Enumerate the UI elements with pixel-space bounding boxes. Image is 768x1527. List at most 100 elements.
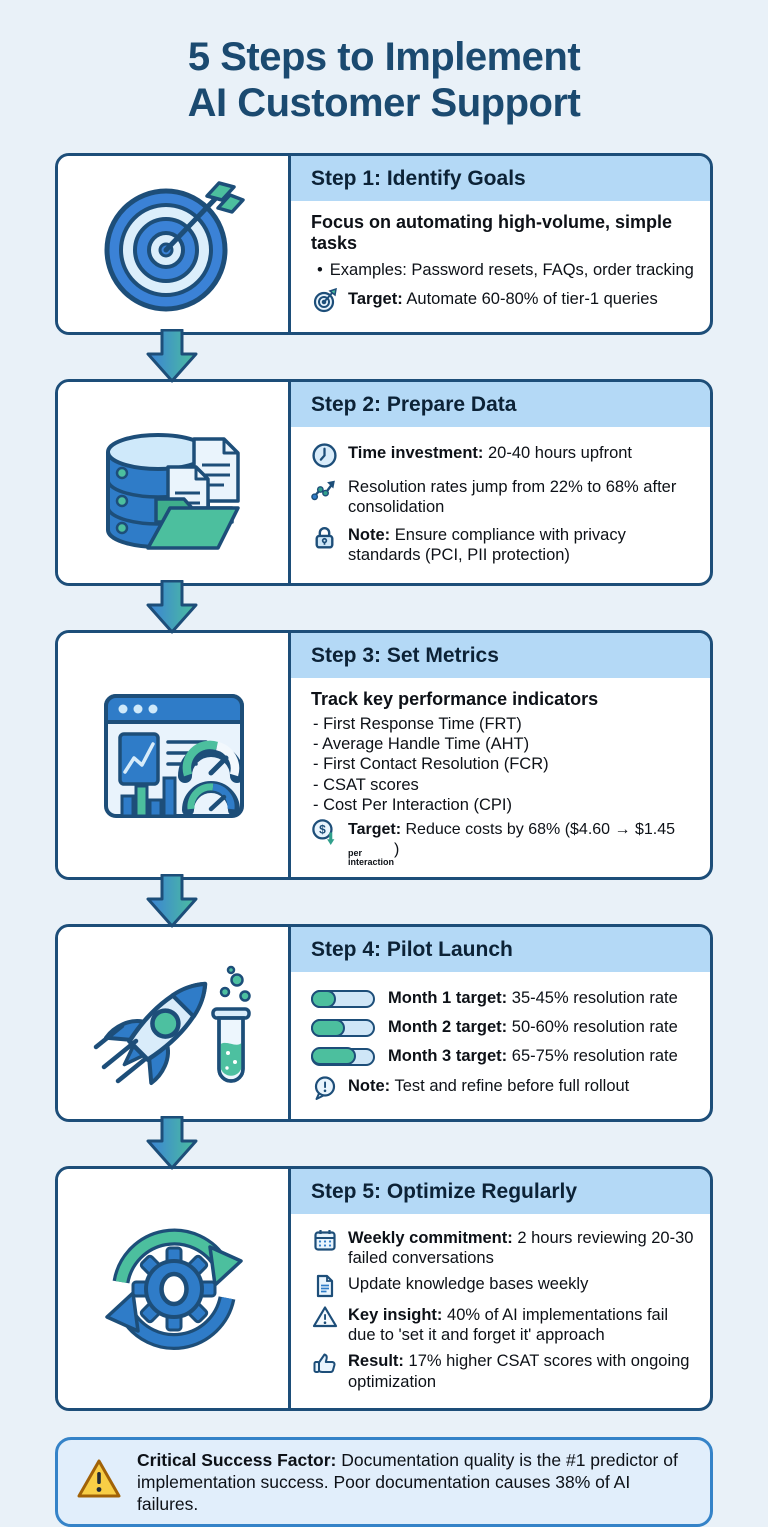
- step-5-header-text: Step 5: Optimize Regularly: [311, 1179, 578, 1203]
- step-5-update-text: Update knowledge bases weekly: [348, 1275, 589, 1294]
- down-arrow-icon: [146, 328, 198, 383]
- progress-pill-month-1: [310, 989, 375, 1009]
- step-5-weekly-line: Weekly commitment: 2 hours reviewing 20-…: [311, 1228, 696, 1268]
- kpi-cpi: - Cost Per Interaction (CPI): [313, 795, 512, 814]
- step-2-header: Step 2: Prepare Data: [291, 381, 710, 427]
- step-4-header: Step 4: Pilot Launch: [291, 927, 710, 973]
- dashboard-gauges-icon: [58, 633, 291, 878]
- progress-fill: [310, 989, 336, 1008]
- dashboard-icon-svg: [104, 694, 244, 819]
- calendar-icon: [311, 1227, 338, 1253]
- step-1-header: Step 1: Identify Goals: [291, 155, 710, 201]
- step-3-target-suffix: ): [394, 840, 400, 858]
- step-1-card: Step 1: Identify Goals Focus on automati…: [55, 152, 713, 335]
- progress-pill-month-3: [310, 1047, 375, 1066]
- month-1-text: 35-45% resolution rate: [511, 989, 678, 1008]
- progress-fill: [310, 1047, 356, 1066]
- step-4-note-line: Note: Test and refine before full rollou…: [311, 1076, 696, 1101]
- step-3-header: Step 3: Set Metrics: [291, 633, 710, 679]
- kpi-aht: - Average Handle Time (AHT): [313, 734, 530, 753]
- progress-fill: [310, 1018, 346, 1037]
- month-3-milestone: Month 3 target: 65-75% resolution rate: [310, 1047, 696, 1067]
- rocket-testtube-icon: [58, 927, 291, 1119]
- step-5-weekly-label: Weekly commitment:: [348, 1228, 513, 1247]
- step-5-update-line: Update knowledge bases weekly: [311, 1274, 696, 1299]
- database-icon-svg: [106, 433, 240, 551]
- step-3-target-label: Target:: [348, 821, 402, 839]
- down-arrow-icon: [146, 1115, 198, 1170]
- cycle-gear-icon-svg: [105, 1228, 243, 1351]
- critical-success-callout: Critical Success Factor: Documentation q…: [55, 1436, 713, 1527]
- flow-arrow-gap: [55, 580, 713, 634]
- month-1-label: Month 1 target:: [388, 989, 508, 1008]
- warning-triangle-outline-icon: [311, 1304, 338, 1330]
- step-1-target-text: Automate 60-80% of tier-1 queries: [406, 289, 658, 308]
- step-2-card: Step 2: Prepare Data Time investment: 20…: [55, 378, 713, 587]
- critical-success-text: Critical Success Factor: Documentation q…: [137, 1449, 692, 1516]
- step-5-result-label: Result:: [348, 1352, 404, 1371]
- step-1-example-bullet: Examples: Password resets, FAQs, order t…: [317, 260, 696, 281]
- down-arrow-icon: [146, 580, 198, 634]
- warning-triangle-yellow-icon: [76, 1458, 122, 1505]
- kpi-csat: - CSAT scores: [313, 775, 419, 794]
- step-5-insight-line: Key insight: 40% of AI implementations f…: [311, 1305, 696, 1345]
- step-5-header: Step 5: Optimize Regularly: [291, 1168, 710, 1214]
- step-3-card: Step 3: Set Metrics Track key performanc…: [55, 630, 713, 881]
- month-2-label: Month 2 target:: [388, 1018, 508, 1037]
- flow-arrow-gap: [55, 1115, 713, 1170]
- kpi-fcr: - First Contact Resolution (FCR): [313, 755, 549, 774]
- thumbs-up-icon: [311, 1350, 338, 1376]
- step-4-note-label: Note:: [348, 1076, 391, 1095]
- clock-icon: [311, 442, 338, 469]
- step-1-target-label: Target:: [348, 289, 403, 308]
- step-2-note-label: Note:: [348, 525, 391, 544]
- target-small-icon: [311, 287, 338, 314]
- month-3-label: Month 3 target:: [388, 1047, 508, 1066]
- month-1-milestone: Month 1 target: 35-45% resolution rate: [310, 989, 696, 1009]
- month-2-milestone: Month 2 target: 50-60% resolution rate: [310, 1018, 696, 1038]
- dollar-down-icon: $: [311, 819, 338, 846]
- step-4-header-text: Step 4: Pilot Launch: [311, 938, 513, 962]
- lock-icon: [311, 524, 338, 551]
- step-3-target-line: $ Target: Reduce costs by 68% ($4.60 → $…: [311, 819, 696, 868]
- document-icon: [311, 1273, 338, 1299]
- svg-text:$: $: [319, 823, 326, 837]
- step-1-header-text: Step 1: Identify Goals: [311, 166, 526, 190]
- trend-up-icon: [311, 476, 338, 503]
- step-4-card: Step 4: Pilot Launch Month 1 target: 35-…: [55, 924, 713, 1122]
- step-3-header-text: Step 3: Set Metrics: [311, 644, 499, 668]
- step-1-target-line: Target: Automate 60-80% of tier-1 querie…: [311, 287, 696, 314]
- month-3-text: 65-75% resolution rate: [511, 1047, 678, 1066]
- step-5-result-line: Result: 17% higher CSAT scores with ongo…: [311, 1351, 696, 1391]
- step-2-resolution-text: Resolution rates jump from 22% to 68% af…: [348, 477, 677, 516]
- step-2-time-label: Time investment:: [348, 443, 484, 462]
- step-2-note-text: Ensure compliance with privacy standards…: [348, 525, 626, 564]
- step-5-insight-text: 40% of AI implementations fail due to 's…: [348, 1306, 669, 1345]
- target-bullseye-icon-svg: [104, 180, 245, 312]
- step-5-weekly-text: 2 hours reviewing 20-30 failed conversat…: [348, 1228, 694, 1267]
- speech-bubble-exclamation-icon: [311, 1075, 338, 1101]
- step-1-lead: Focus on automating high-volume, simple …: [311, 211, 673, 254]
- target-bullseye-icon: [58, 155, 291, 332]
- step-2-time-line: Time investment: 20-40 hours upfront: [311, 442, 696, 469]
- step-2-header-text: Step 2: Prepare Data: [311, 392, 517, 416]
- rocket-icon-svg: [93, 965, 251, 1085]
- database-documents-folder-icon: [58, 381, 291, 584]
- step-4-note-text: Test and refine before full rollout: [394, 1076, 630, 1095]
- step-3-target-text: Reduce costs by 68% ($4.60 → $1.45: [405, 821, 676, 839]
- flow-arrow-gap: [55, 328, 713, 383]
- progress-pill-month-2: [310, 1018, 375, 1038]
- step-2-resolution-line: Resolution rates jump from 22% to 68% af…: [311, 477, 696, 517]
- step-2-time-text: 20-40 hours upfront: [488, 443, 633, 462]
- step-5-card: Step 5: Optimize Regularly Weekly commit…: [55, 1165, 713, 1411]
- critical-success-label: Critical Success Factor:: [137, 1449, 337, 1470]
- step-3-lead: Track key performance indicators: [311, 689, 599, 710]
- month-2-text: 50-60% resolution rate: [511, 1018, 678, 1037]
- kpi-frt: - First Response Time (FRT): [313, 714, 522, 733]
- flow-arrow-gap: [55, 874, 713, 928]
- step-2-note-line: Note: Ensure compliance with privacy sta…: [311, 525, 696, 565]
- step-5-insight-label: Key insight:: [348, 1306, 443, 1325]
- cycle-arrows-gear-icon: [58, 1168, 291, 1408]
